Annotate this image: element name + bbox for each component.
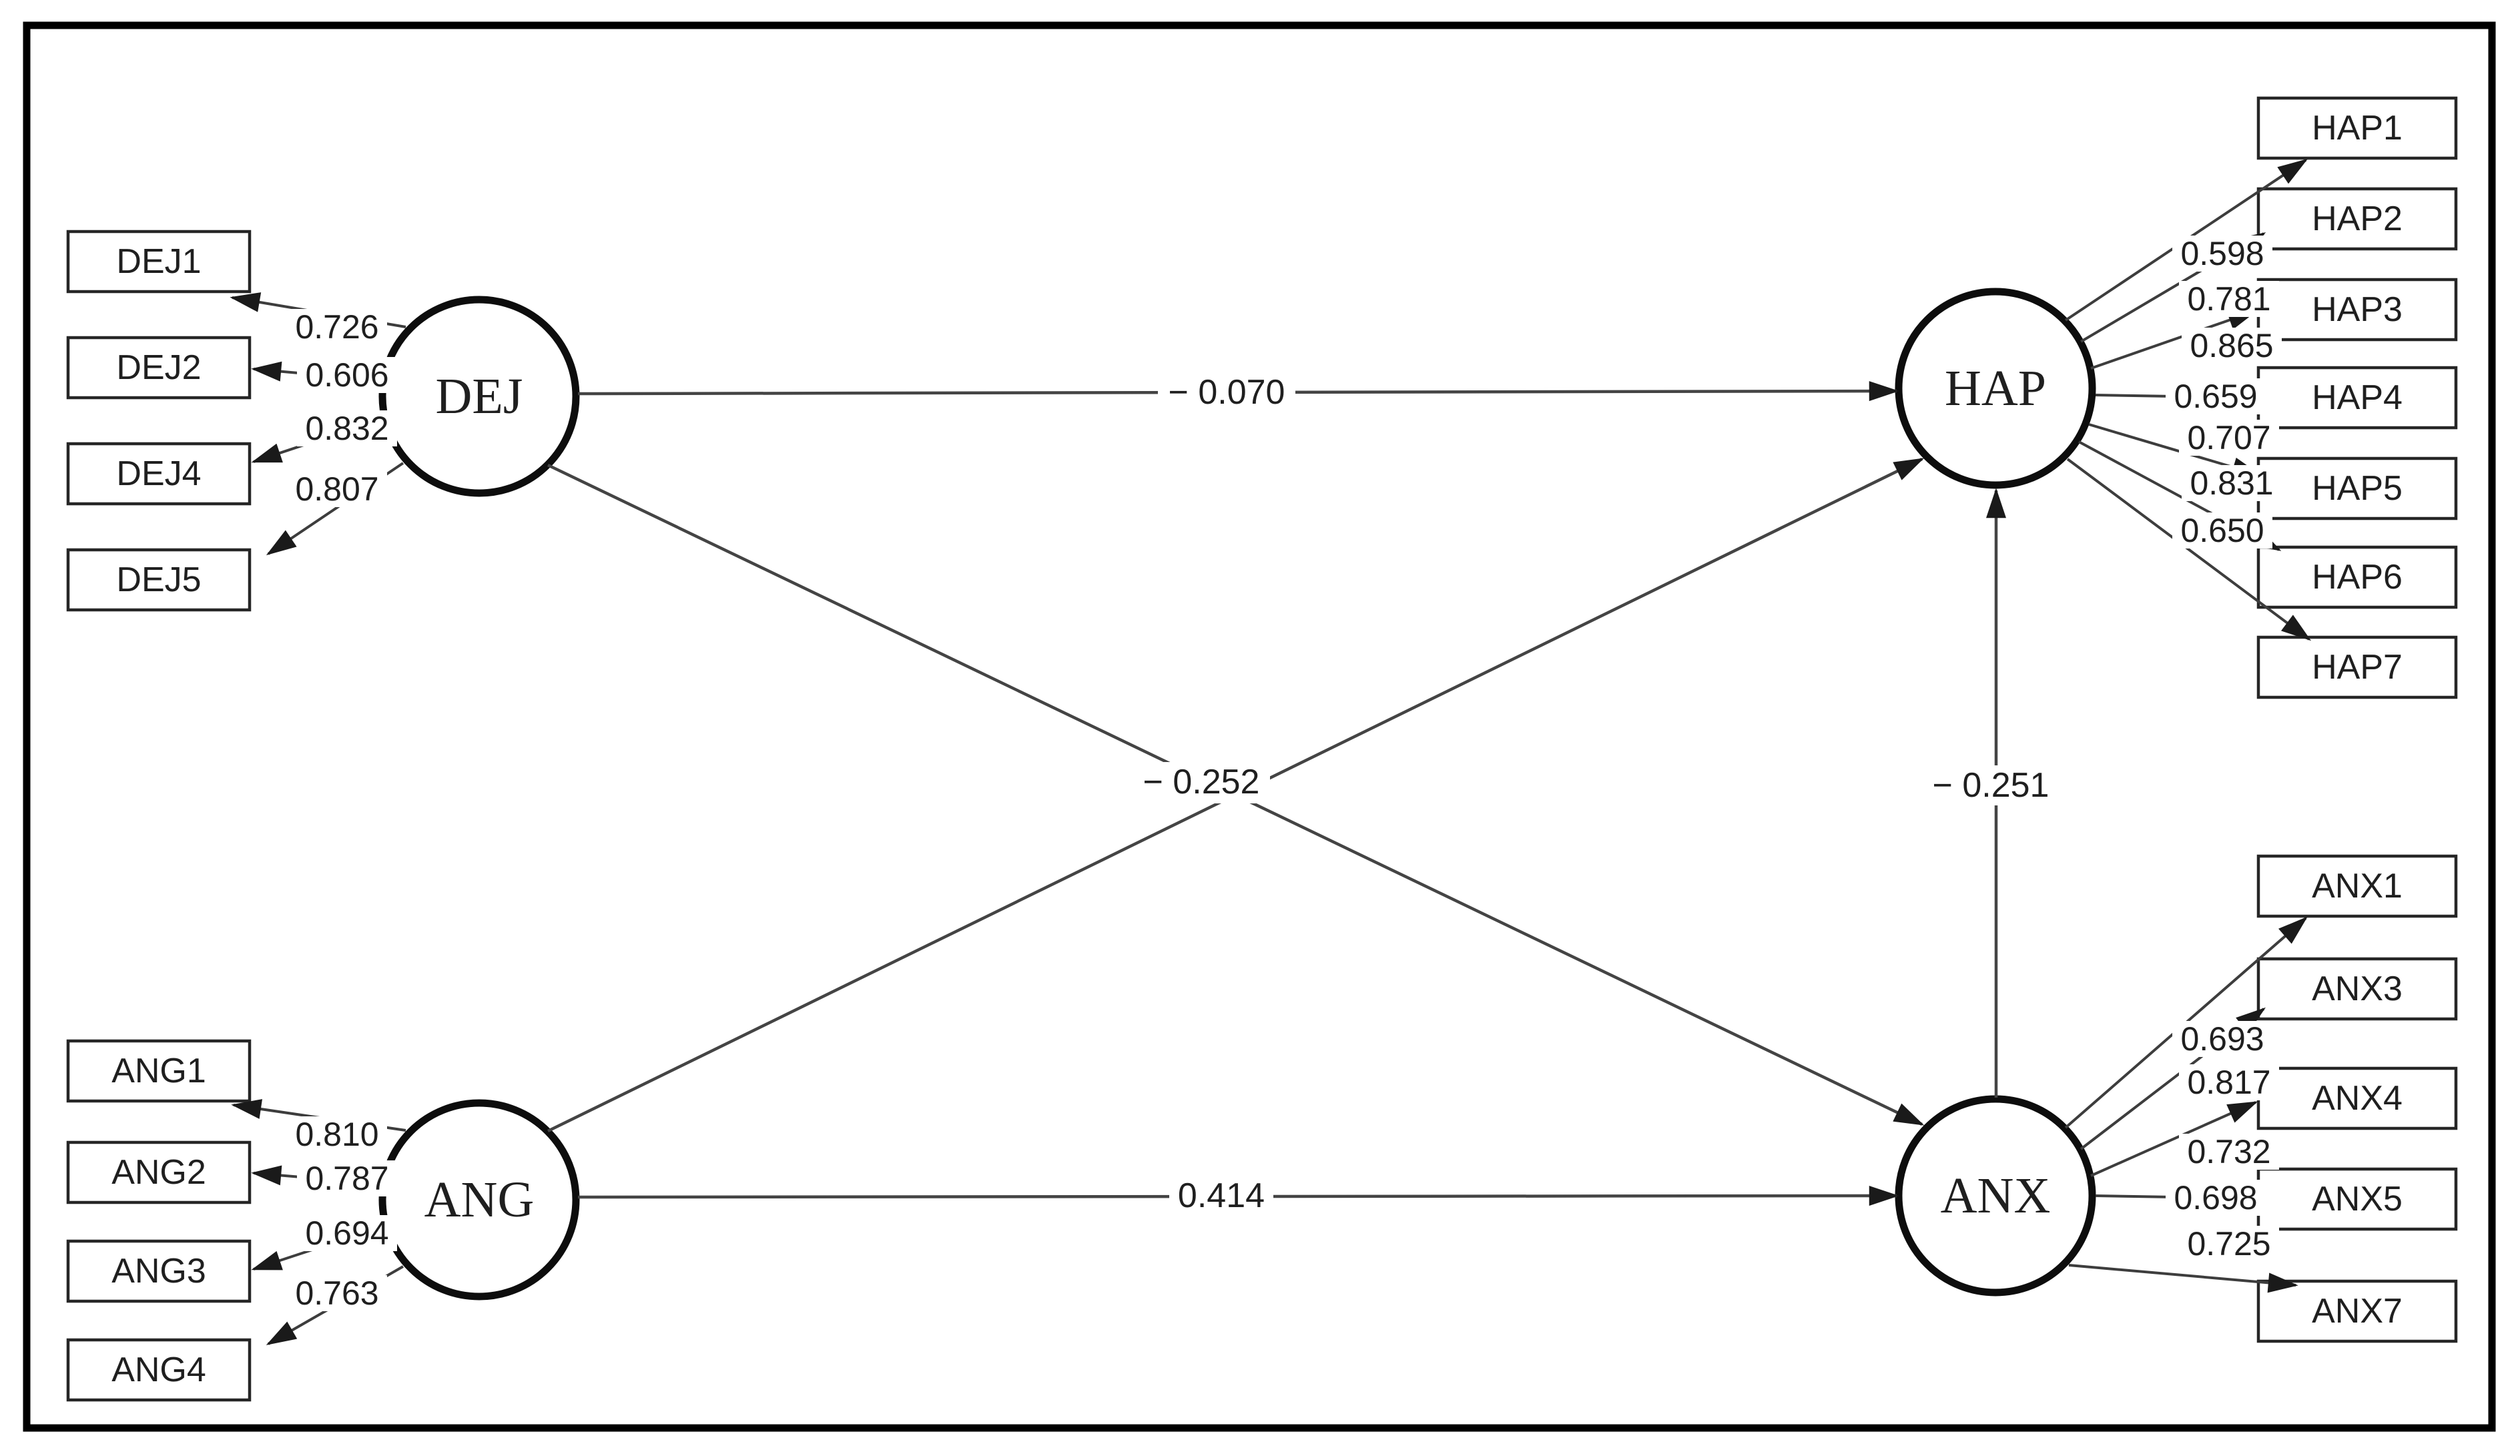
loading-hap3-bg [2182, 328, 2282, 364]
loading-anx4-bg [2179, 1134, 2279, 1170]
indicator-dej2-label: DEJ2 [116, 348, 201, 387]
loading-ang1-bg [287, 1116, 387, 1152]
loading-anx7-bg [2179, 1226, 2279, 1262]
loading-anx7-value: 0.725 [2187, 1225, 2270, 1262]
indicator-ang3-box [66, 1239, 252, 1303]
loading-dej2-bg [297, 357, 397, 393]
loading-ang2-value: 0.787 [305, 1160, 388, 1197]
indicator-anx3-box [2256, 957, 2458, 1021]
loading-dej2-value: 0.606 [305, 356, 388, 394]
loading-hap2-value: 0.781 [2187, 280, 2270, 318]
loading-hap2-bg [2179, 281, 2279, 317]
indicator-anx1-label: ANX1 [2312, 867, 2403, 905]
loading-hap1-value: 0.598 [2180, 235, 2264, 272]
loading-ang2-bg [297, 1160, 397, 1196]
indicator-hap6-box [2256, 545, 2458, 609]
path-ang-anx-label-bg [1169, 1176, 1273, 1216]
indicator-ang4-label: ANG4 [111, 1351, 206, 1389]
indicator-ang2-label: ANG2 [111, 1153, 206, 1192]
measurement-line-hap3 [2090, 310, 2258, 370]
latent-dej-label: DEJ [436, 368, 523, 424]
path-dej-hap-label-bg [1158, 372, 1295, 412]
indicator-dej5-label: DEJ5 [116, 561, 201, 599]
indicator-anx7-label: ANX7 [2312, 1292, 2403, 1331]
indicator-anx4-label: ANX4 [2312, 1079, 2403, 1118]
loading-anx1-bg [2172, 1021, 2272, 1057]
loading-hap5-bg [2179, 420, 2279, 456]
indicator-hap7-box [2256, 635, 2458, 699]
measurement-line-anx7 [2068, 1264, 2298, 1293]
path-ang-anx-label: 0.414 [1178, 1176, 1265, 1215]
loading-hap4-bg [2166, 378, 2266, 414]
loading-hap7-value: 0.650 [2180, 512, 2264, 549]
loading-ang4-bg [287, 1275, 387, 1311]
loading-ang1-value: 0.810 [295, 1116, 378, 1153]
path-dej-hap-label: − 0.070 [1169, 373, 1285, 412]
indicator-anx5-label: ANX5 [2312, 1180, 2403, 1218]
indicator-ang4-box [66, 1338, 252, 1402]
loading-hap4-value: 0.659 [2174, 378, 2257, 415]
latent-dej-circle [378, 296, 580, 497]
loading-dej4-value: 0.832 [305, 410, 388, 447]
loading-hap7-bg [2172, 512, 2272, 549]
path-crossing-label-bg [1133, 762, 1270, 803]
loading-anx1-value: 0.693 [2180, 1020, 2264, 1058]
loading-dej5-value: 0.807 [295, 470, 378, 508]
loading-dej4-bg [297, 410, 397, 446]
latent-ang-label: ANG [424, 1172, 535, 1228]
indicator-hap3-box [2256, 278, 2458, 342]
loading-ang3-value: 0.694 [305, 1214, 388, 1252]
loading-dej1-value: 0.726 [295, 308, 378, 346]
loading-ang4-value: 0.763 [295, 1275, 378, 1312]
loading-anx3-bg [2179, 1064, 2279, 1100]
indicator-dej4-box [66, 442, 252, 506]
indicator-hap6-label: HAP6 [2312, 558, 2403, 597]
indicator-hap5-box [2256, 456, 2458, 520]
indicator-ang3-label: ANG3 [111, 1252, 206, 1291]
indicator-hap1-label: HAP1 [2312, 109, 2403, 147]
loading-hap5-value: 0.707 [2187, 419, 2270, 456]
indicator-ang2-box [66, 1140, 252, 1204]
indicator-ang1-box [66, 1039, 252, 1103]
indicator-anx5-box [2256, 1167, 2458, 1231]
loading-hap3-value: 0.865 [2190, 327, 2273, 364]
indicator-hap2-label: HAP2 [2312, 200, 2403, 238]
indicator-hap5-label: HAP5 [2312, 469, 2403, 508]
indicator-hap7-label: HAP7 [2312, 648, 2403, 687]
loading-anx4-value: 0.732 [2187, 1133, 2270, 1170]
loading-dej1-bg [287, 309, 387, 345]
loading-anx5-bg [2166, 1180, 2266, 1216]
measurement-line-hap7 [2066, 458, 2312, 641]
indicator-ang1-label: ANG1 [111, 1052, 206, 1090]
latent-anx-label: ANX [1941, 1168, 2051, 1224]
path-anx-hap-label-bg [1922, 765, 2060, 805]
indicator-hap1-box [2256, 96, 2458, 160]
indicator-dej1-label: DEJ1 [116, 242, 201, 281]
loading-ang3-bg [297, 1215, 397, 1251]
loading-hap6-value: 0.831 [2190, 464, 2273, 502]
indicator-dej2-box [66, 336, 252, 400]
path-anx-hap-label: − 0.251 [1933, 766, 2050, 805]
loading-dej5-bg [287, 471, 387, 507]
indicator-anx4-box [2256, 1066, 2458, 1130]
diagram-frame [23, 21, 2496, 1432]
loading-hap1-bg [2172, 236, 2272, 272]
latent-ang-circle [378, 1099, 580, 1301]
loading-hap6-bg [2182, 465, 2282, 501]
indicator-hap2-box [2256, 187, 2458, 251]
indicator-anx1-box [2256, 854, 2458, 918]
loading-anx3-value: 0.817 [2187, 1064, 2270, 1101]
loading-anx5-value: 0.698 [2174, 1179, 2257, 1216]
indicator-hap4-label: HAP4 [2312, 378, 2403, 417]
indicator-hap3-label: HAP3 [2312, 290, 2403, 329]
latent-hap-label: HAP [1945, 360, 2046, 416]
indicator-dej1-box [66, 230, 252, 294]
indicator-dej5-box [66, 548, 252, 612]
path-dej-anx-label: − 0.252 [1143, 763, 1260, 801]
measurement-line-anx4 [2090, 1101, 2258, 1177]
indicator-dej4-label: DEJ4 [116, 454, 201, 493]
indicator-anx3-label: ANX3 [2312, 970, 2403, 1008]
